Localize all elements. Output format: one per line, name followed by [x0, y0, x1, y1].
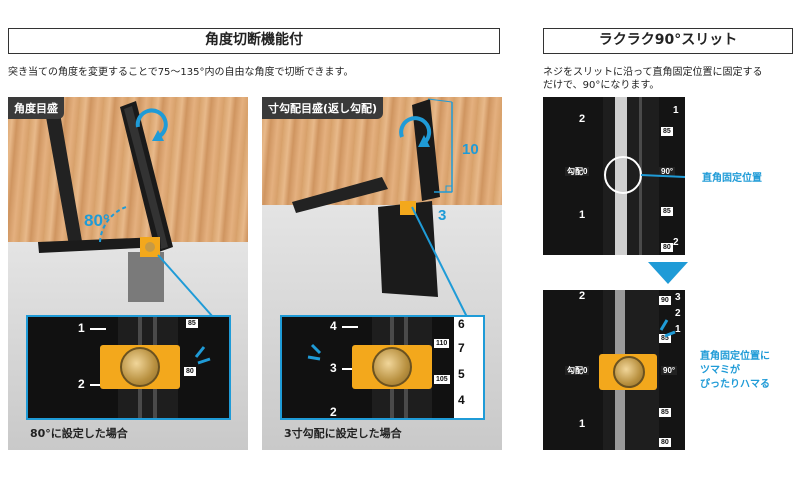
degree-box: 85 [659, 334, 671, 343]
degree-box: 90 [659, 296, 671, 305]
slit [615, 97, 627, 255]
degree-box: 85 [661, 127, 673, 136]
right-scale-number: 2 [673, 237, 679, 248]
degree-box: 80 [659, 438, 671, 447]
pitch-horizontal-value: 3 [438, 207, 447, 224]
pitch-scale-closeup: 4 3 2 110 105 6 7 5 4 [280, 315, 485, 420]
right-scale-number: 3 [675, 292, 681, 303]
white-ruler [454, 317, 483, 418]
ninety-label: 90° [659, 167, 676, 176]
pitch-scale-caption: 3寸勾配に設定した場合 [284, 427, 402, 440]
saw-guide-illustration [292, 98, 468, 318]
saw-guide-illustration [38, 101, 214, 318]
brass-knob [372, 347, 412, 387]
slit-highlight [604, 156, 685, 194]
scale-number-2: 2 [78, 377, 85, 391]
angle-scale-tag: 角度目盛 [8, 97, 64, 119]
pointer-marks [194, 346, 211, 365]
degree-box: 85 [661, 207, 673, 216]
scale-tick [342, 368, 358, 370]
scale-tick [90, 384, 106, 386]
ruler-number: 5 [458, 367, 465, 381]
scale-number: 2 [579, 290, 586, 302]
scale-number: 2 [579, 113, 586, 125]
scale-tick [342, 326, 358, 328]
knob-fits-callout-line1: 直角固定位置に [700, 351, 770, 362]
slit-after-photo: 2 1 勾配0 90° 3 2 1 90 85 85 80 [543, 290, 685, 450]
brass-knob [613, 356, 645, 388]
degree-box: 80 [661, 243, 673, 252]
scale-tick [90, 328, 106, 330]
scale-number: 3 [330, 361, 337, 375]
angle-scale-caption: 80°に設定した場合 [30, 427, 128, 440]
brass-knob [120, 347, 160, 387]
scale-number: 2 [330, 405, 337, 419]
ruler-number: 4 [458, 393, 465, 407]
ruler-number: 6 [458, 317, 465, 331]
right-scale-number: 1 [673, 105, 679, 116]
right-section-title: ラクラク90°スリット [543, 28, 793, 54]
degree-box-85: 85 [186, 319, 198, 328]
pitch-vertical-value: 10 [462, 141, 479, 158]
pitch-scale-tag: 寸勾配目盛(返し勾配) [262, 97, 384, 119]
knob-fits-callout-line3: ぴったりハマる [700, 379, 770, 390]
degree-box: 85 [659, 408, 671, 417]
angle-value-label: 80° [84, 211, 110, 230]
scale-number: 4 [330, 319, 337, 333]
ninety-label: 90° [661, 366, 678, 375]
angle-scale-closeup: 1 2 85 80 [26, 315, 231, 420]
right-scale-number: 2 [675, 308, 681, 319]
down-arrow-icon [648, 262, 688, 284]
ruler-number: 7 [458, 341, 465, 355]
right-section-description-line1: ネジをスリットに沿って直角固定位置に固定する [543, 67, 763, 78]
scale-number-1: 1 [78, 321, 85, 335]
degree-box-105: 105 [434, 375, 450, 384]
pointer-marks [307, 343, 322, 361]
left-section-description: 突き当ての角度を変更することで75～135°内の自由な角度で切断できます。 [8, 67, 354, 78]
slit-before-photo: 2 1 勾配0 90° 1 2 85 85 80 [543, 97, 685, 255]
right-section-description-line2: だけで、90°になります。 [543, 80, 660, 91]
degree-box-110: 110 [434, 339, 450, 348]
left-section-title: 角度切断機能付 [8, 28, 500, 54]
scale-number: 1 [579, 418, 586, 430]
pitch-scale-panel: 10 3 寸勾配目盛(返し勾配) 4 3 2 110 105 6 7 5 4 3… [262, 97, 502, 450]
pointer-marks [659, 319, 676, 338]
right-scale-number: 1 [675, 324, 681, 335]
kobai-label: 勾配0 [565, 167, 590, 176]
right-angle-position-callout: 直角固定位置 [702, 173, 762, 184]
angle-scale-panel: 80° 角度目盛 1 2 85 80 80°に設定した場合 [8, 97, 248, 450]
degree-box-80: 80 [184, 367, 196, 376]
knob-fits-callout-line2: ツマミが [700, 365, 740, 376]
kobai-label: 勾配0 [565, 366, 590, 375]
scale-number: 1 [579, 209, 586, 221]
